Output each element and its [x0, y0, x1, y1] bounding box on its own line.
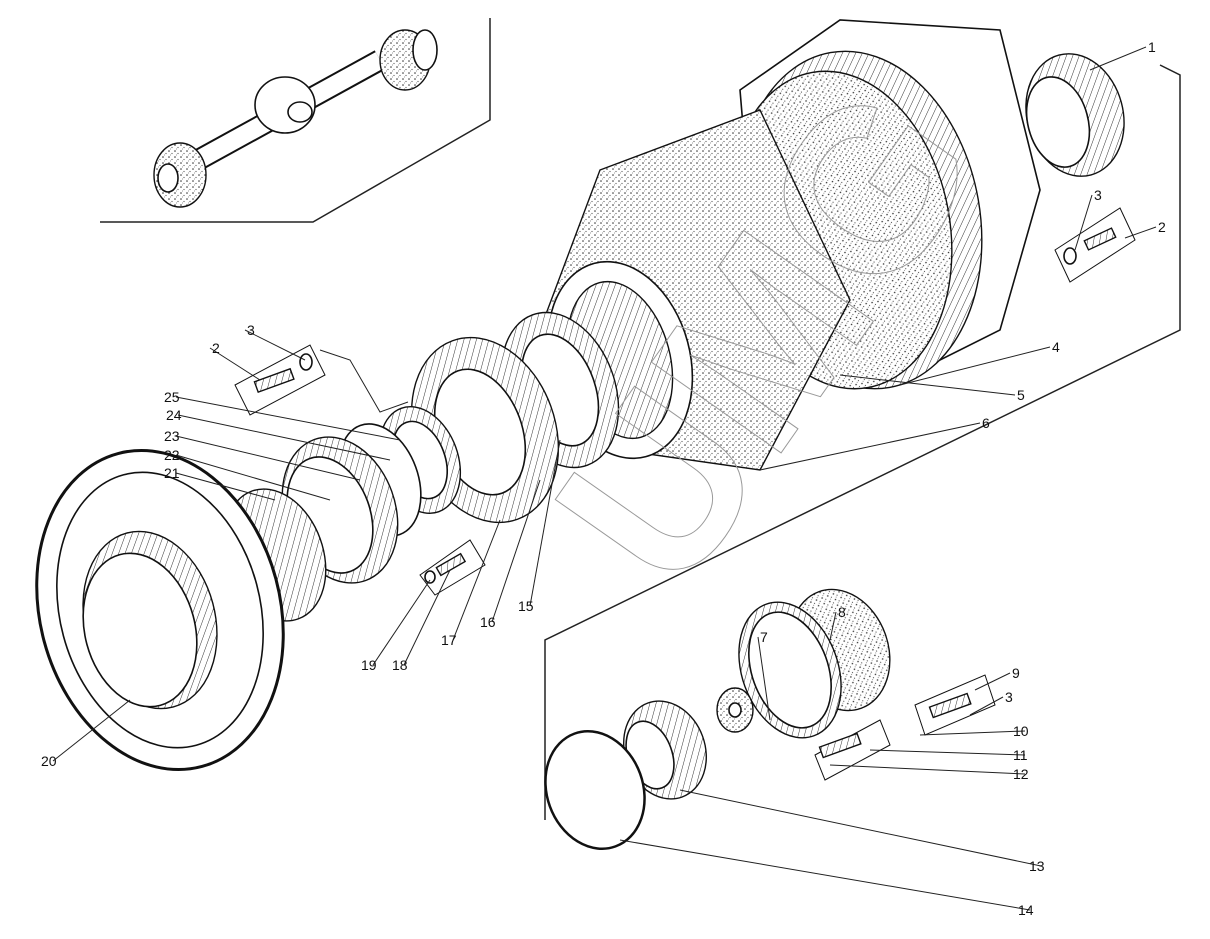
callout-7: 7 — [760, 629, 768, 645]
leader-line — [175, 396, 401, 441]
leader-line — [899, 346, 1051, 386]
part-20-flange — [35, 448, 285, 772]
leader-line — [452, 519, 501, 641]
callout-10: 10 — [1013, 723, 1029, 739]
callout-6: 6 — [982, 415, 990, 431]
leader-line — [175, 435, 361, 481]
leader-line — [1124, 226, 1157, 239]
callout-2: 2 — [1158, 219, 1166, 235]
leader-line — [175, 472, 276, 501]
callout-23: 23 — [164, 428, 180, 444]
callout-17: 17 — [441, 632, 457, 648]
callout-16: 16 — [480, 614, 496, 630]
leader-line — [209, 347, 261, 381]
leader-line — [1089, 46, 1147, 71]
callout-24: 24 — [166, 407, 182, 423]
callout-3: 3 — [247, 322, 255, 338]
leader-line — [619, 839, 1031, 911]
leader-line — [974, 672, 1011, 691]
leader-line — [1074, 194, 1093, 251]
leader-line — [491, 479, 541, 623]
callout-20: 20 — [41, 753, 57, 769]
leader-line — [403, 569, 451, 666]
callout-5: 5 — [1017, 387, 1025, 403]
callout-14: 14 — [1018, 902, 1034, 918]
leader-line — [757, 636, 771, 721]
leader-line — [759, 422, 981, 471]
leader-line — [969, 696, 1004, 716]
callout-21: 21 — [164, 465, 180, 481]
callout-2: 2 — [212, 340, 220, 356]
leader-line — [52, 699, 131, 762]
leader-line — [175, 454, 331, 501]
leader-line — [679, 789, 1042, 867]
leader-line — [372, 579, 431, 666]
leader-line — [829, 611, 837, 641]
callout-3: 3 — [1005, 689, 1013, 705]
leader-line — [529, 439, 561, 607]
callout-13: 13 — [1029, 858, 1045, 874]
lower-group — [544, 64, 1181, 850]
leader-line — [244, 329, 306, 361]
callout-3: 3 — [1094, 187, 1102, 203]
bolt-washer-kit-right — [1054, 207, 1136, 283]
bearing-stack — [223, 311, 620, 622]
leader-line — [177, 414, 391, 461]
callout-18: 18 — [392, 657, 408, 673]
callout-1: 1 — [1148, 39, 1156, 55]
callout-15: 15 — [518, 598, 534, 614]
callout-4: 4 — [1052, 339, 1060, 355]
callout-12: 12 — [1013, 766, 1029, 782]
callout-8: 8 — [838, 604, 846, 620]
leader-line — [829, 764, 1026, 775]
part-1-ring — [1025, 53, 1125, 177]
axle-overview-inset — [100, 18, 491, 223]
leader-line — [839, 374, 1016, 396]
bolt-washer-kit-left — [234, 344, 409, 416]
callout-22: 22 — [164, 447, 180, 463]
callout-11: 11 — [1013, 747, 1028, 763]
callout-9: 9 — [1012, 665, 1020, 681]
callout-25: 25 — [164, 389, 180, 405]
leader-line — [919, 730, 1026, 736]
leader-line — [869, 749, 1026, 756]
callout-19: 19 — [361, 657, 377, 673]
